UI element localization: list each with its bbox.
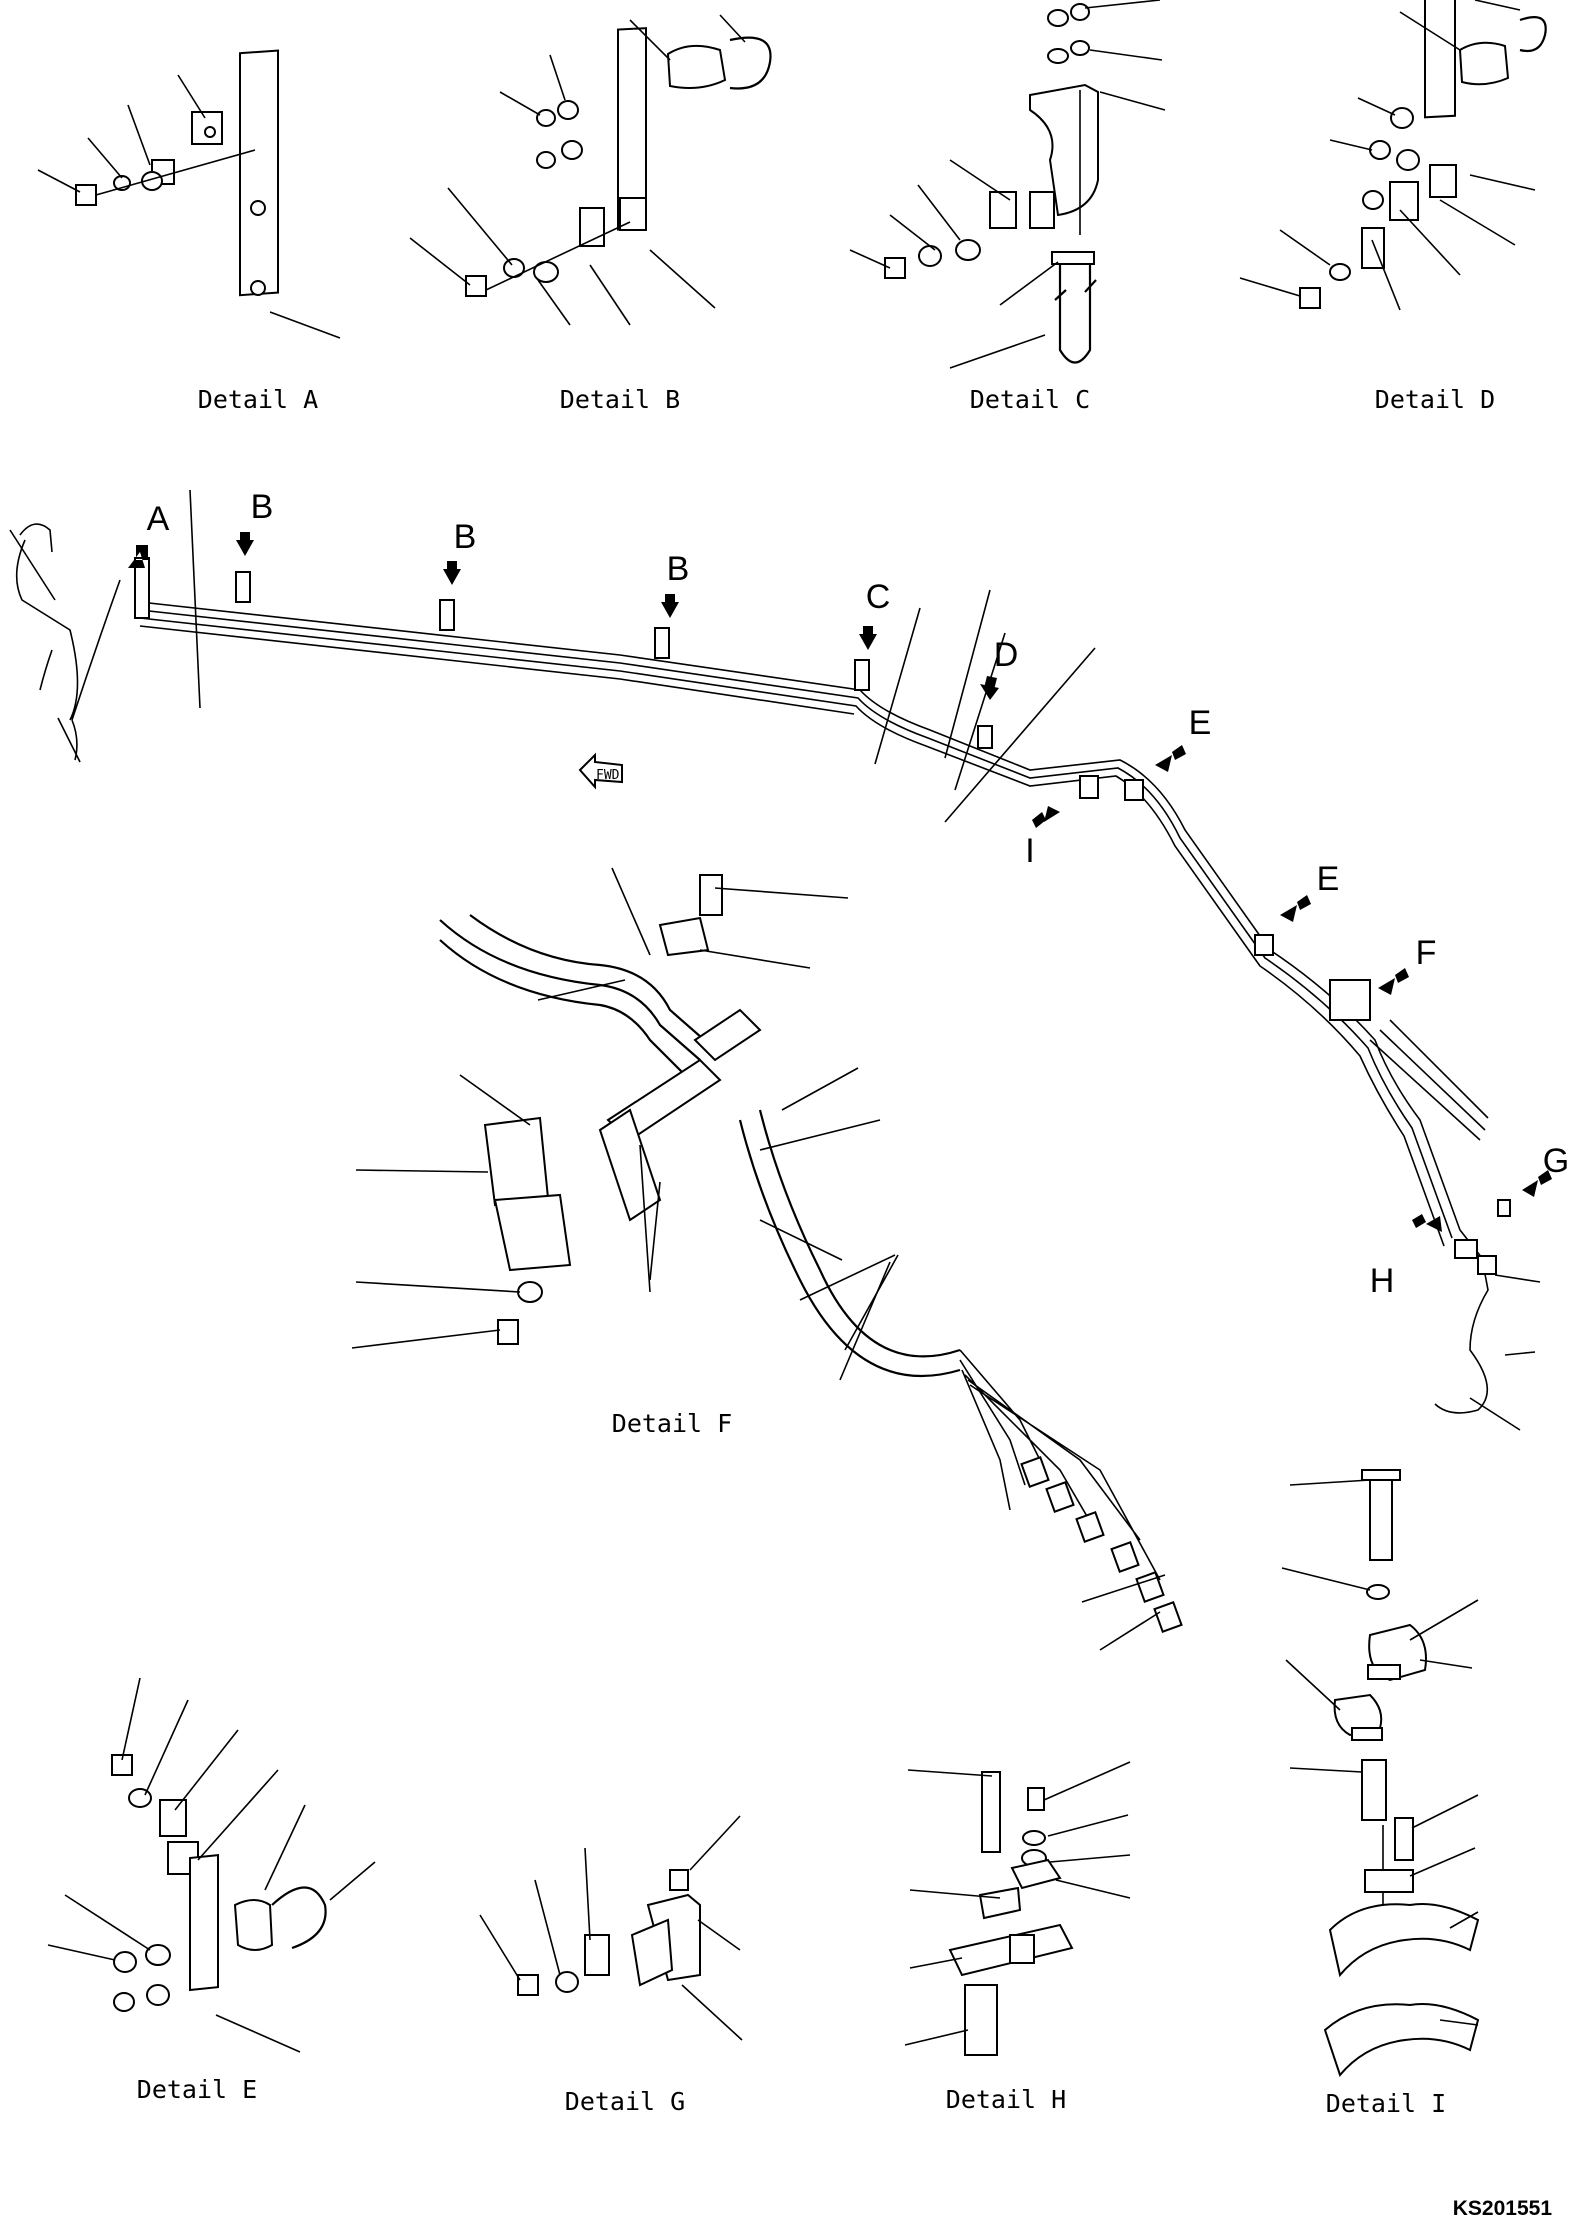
callout-c: C: [866, 578, 891, 616]
callout-e-1: E: [1189, 704, 1212, 742]
callout-i: I: [1025, 832, 1034, 870]
detail-h-drawing: [904, 1761, 1131, 2056]
detail-d-drawing: [1239, 0, 1547, 311]
callout-arrows: [128, 532, 1552, 1232]
callout-h: H: [1370, 1262, 1395, 1300]
callout-b-1: B: [251, 488, 274, 526]
detail-b-drawing: [409, 14, 772, 326]
detail-h-caption: Detail H: [946, 2085, 1066, 2114]
detail-a-drawing: [37, 49, 341, 339]
detail-a-caption: Detail A: [198, 385, 318, 414]
detail-e-caption: Detail E: [137, 2075, 257, 2104]
detail-c-caption: Detail C: [970, 385, 1090, 414]
detail-c-drawing: [849, 0, 1166, 369]
detail-f-drawing: [351, 867, 1183, 1651]
clamp-markers: [134, 557, 1511, 1275]
callout-a: A: [147, 500, 170, 538]
detail-e-drawing: [47, 1677, 376, 2053]
detail-i-caption: Detail I: [1326, 2089, 1446, 2118]
fwd-label: FWD: [596, 768, 620, 783]
callout-g: G: [1543, 1142, 1569, 1180]
detail-g-caption: Detail G: [565, 2087, 685, 2116]
callout-d: D: [994, 636, 1019, 674]
callout-e-2: E: [1317, 860, 1340, 898]
callout-b-2: B: [454, 518, 477, 556]
detail-d-caption: Detail D: [1375, 385, 1495, 414]
detail-i-drawing: [1281, 1469, 1480, 2078]
callout-f: F: [1416, 934, 1437, 972]
callout-b-3: B: [667, 550, 690, 588]
detail-g-drawing: [479, 1815, 743, 2041]
forward-direction-arrow: FWD: [578, 752, 623, 790]
main-piping-route: [9, 489, 1541, 1431]
detail-f-caption: Detail F: [612, 1409, 732, 1438]
drawing-code: KS201551: [1453, 2197, 1553, 2220]
detail-b-caption: Detail B: [560, 385, 680, 414]
